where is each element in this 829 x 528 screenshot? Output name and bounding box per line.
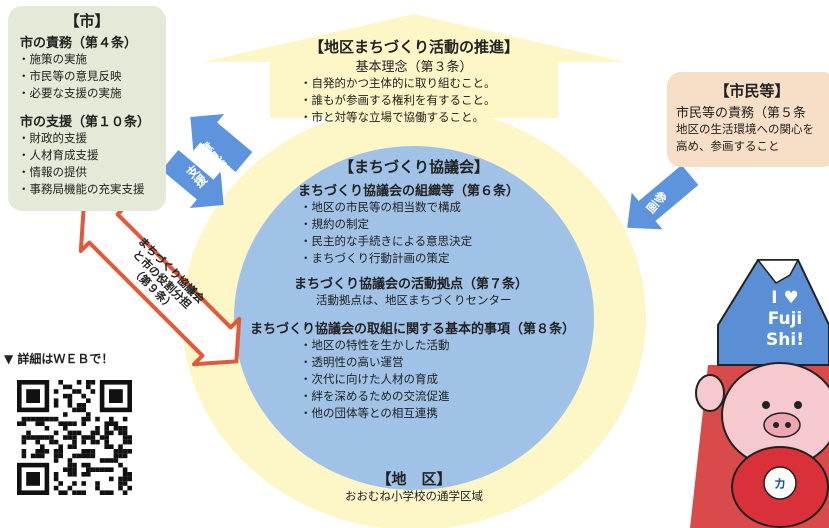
citizens-title: 【市民等】 bbox=[714, 82, 790, 100]
web-label[interactable]: ▼ 詳細はＷＥＢで！ bbox=[4, 352, 114, 366]
city-title: 【市】 bbox=[64, 12, 110, 30]
list-item: 民主的な手続きによる意思決定 bbox=[300, 233, 473, 250]
sign-line2: Fuji bbox=[767, 309, 803, 329]
city-support-list: 財政的支援 人材育成支援 情報の提供 事務局機能の充実支援 bbox=[18, 130, 145, 198]
qr-code bbox=[12, 372, 138, 507]
principle-heading: 基本理念（第３条） bbox=[355, 60, 473, 75]
promotion-title: 【地区まちづくり活動の推進】 bbox=[308, 38, 519, 56]
citizens-box bbox=[667, 72, 829, 167]
mascot-sign: I ♥ Fuji Shi! bbox=[750, 288, 820, 351]
list-item: 人材育成支援 bbox=[18, 147, 145, 164]
district-title: 【地 区】 bbox=[376, 470, 452, 488]
list-item: 透明性の高い運営 bbox=[300, 354, 450, 371]
council-org-list: 地区の市民等の相当数で構成 規約の制定 民主的な手続きによる意思決定 まちづくり… bbox=[300, 199, 473, 267]
council-title: 【まちづくり協議会】 bbox=[338, 158, 489, 176]
opinion-arrow bbox=[190, 114, 253, 172]
council-org-heading: まちづくり協議会の組織等（第６条） bbox=[298, 184, 520, 199]
list-item: 事務局機能の充実支援 bbox=[18, 181, 145, 198]
sign-line3: Shi! bbox=[766, 330, 804, 350]
list-item: まちづくり行動計画の策定 bbox=[300, 250, 472, 267]
list-item: 誰もが参画する権利を有すること。 bbox=[300, 92, 496, 109]
council-efforts-heading: まちづくり協議会の取組に関する基本的事項（第８条） bbox=[250, 322, 576, 337]
list-item: 必要な支援の実施 bbox=[18, 85, 122, 102]
role-sharing-arrow bbox=[78, 203, 242, 367]
mascot-illustration bbox=[690, 259, 829, 528]
list-item: 絆を深めるための交流促進 bbox=[300, 388, 450, 405]
list-item: 情報の提供 bbox=[18, 164, 145, 181]
support-arrow bbox=[161, 150, 224, 208]
list-item: 地区の特性を生かした活動 bbox=[300, 337, 450, 354]
council-efforts-list: 地区の特性を生かした活動 透明性の高い運営 次代に向けた人材の育成 絆を深めるた… bbox=[300, 337, 450, 422]
city-duties-list: 施策の実施 市民等の意見反映 必要な支援の実施 bbox=[18, 51, 122, 102]
council-base-heading: まちづくり協議会の活動拠点（第７条） bbox=[294, 277, 529, 292]
list-item: 施策の実施 bbox=[18, 51, 122, 68]
citizens-text-line1: 地区の生活環境への関心を bbox=[676, 122, 814, 136]
district-text: おおむね小学校の通学区域 bbox=[345, 489, 483, 503]
council-base-text: 活動拠点は、地区まちづくりセンター bbox=[316, 293, 512, 307]
list-item: 規約の制定 bbox=[300, 216, 472, 233]
citizens-text-line2: 高め、参画すること bbox=[676, 139, 780, 153]
list-item: 他の団体等との相互連携 bbox=[300, 405, 450, 422]
list-item: 自発的かつ主体的に取り組むこと。 bbox=[300, 75, 496, 92]
city-support-heading: 市の支援（第１０条） bbox=[20, 115, 151, 130]
list-item: 次代に向けた人材の育成 bbox=[300, 371, 450, 388]
list-item: 地区の市民等の相当数で構成 bbox=[300, 199, 472, 216]
principle-list: 自発的かつ主体的に取り組むこと。 誰もが参画する権利を有すること。 市と対等な立… bbox=[300, 75, 496, 126]
list-item: 市と対等な立場で協働すること。 bbox=[300, 109, 496, 126]
participation-arrow bbox=[627, 165, 699, 230]
city-duties-heading: 市の責務（第４条） bbox=[20, 36, 138, 51]
mascot-badge: カ bbox=[773, 477, 786, 491]
sign-line1: I ♥ bbox=[771, 288, 799, 308]
citizens-heading: 市民等の責務（第５条 bbox=[676, 106, 807, 121]
list-item: 市民等の意見反映 bbox=[18, 68, 122, 85]
list-item: 財政的支援 bbox=[18, 130, 145, 147]
